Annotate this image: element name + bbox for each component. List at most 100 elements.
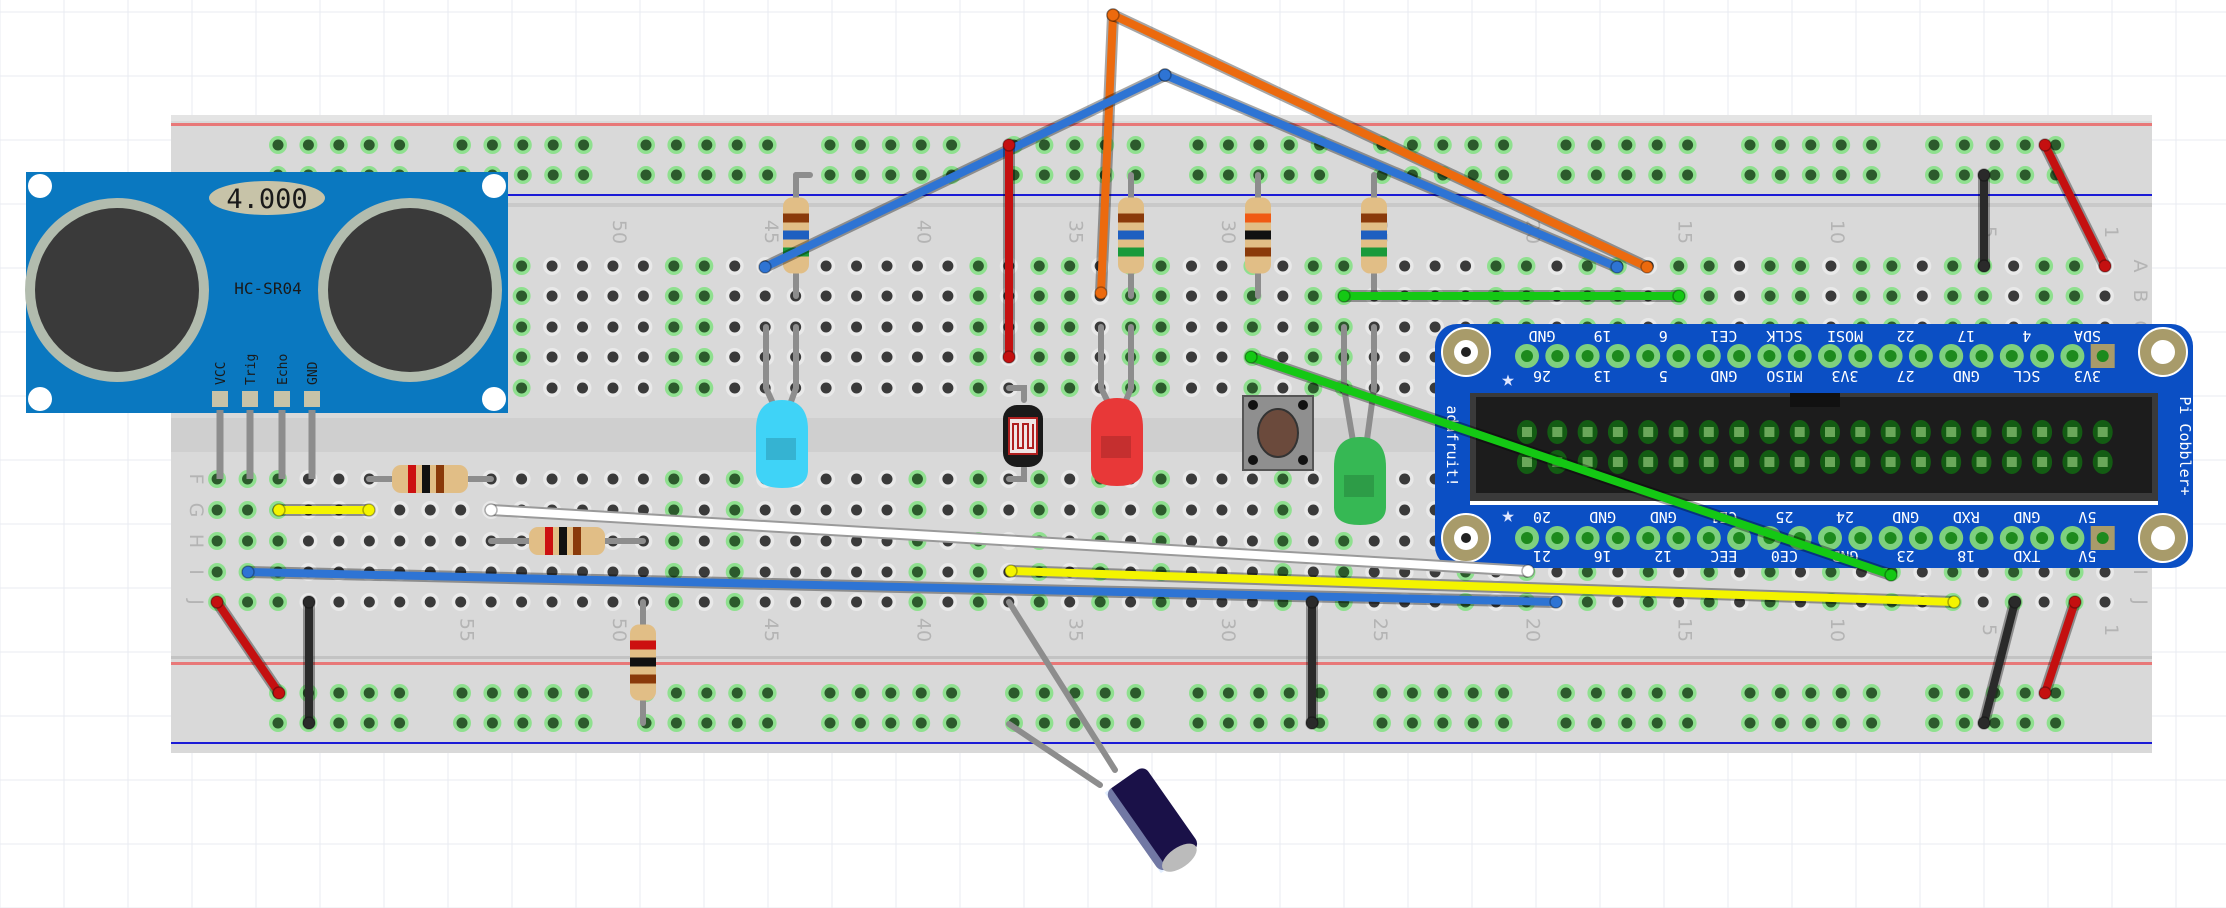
breadboard-hole <box>1744 139 1756 151</box>
column-number-top: 30 <box>1217 220 1239 244</box>
breadboard-hole <box>885 169 897 181</box>
green-wire-row-b[interactable] <box>1337 289 1686 303</box>
breadboard-hole <box>972 473 984 485</box>
breadboard-hole <box>1003 504 1015 516</box>
cobbler-pin-label: 18 <box>1957 547 1975 565</box>
breadboard-hole <box>1590 717 1602 729</box>
breadboard-hole <box>2069 290 2081 302</box>
yellow-wire-short[interactable] <box>272 503 376 517</box>
button-pin <box>1248 455 1258 465</box>
sensor-pin-label: GND <box>306 361 321 385</box>
resistor-echo-1[interactable] <box>366 465 494 493</box>
breadboard-hole <box>1774 169 1786 181</box>
wire-end <box>272 686 286 700</box>
blue-wire-top[interactable] <box>1158 68 1624 274</box>
red-wire-rail-right-bottom[interactable] <box>2038 595 2082 700</box>
black-wire-rail-right-top[interactable] <box>1977 168 1991 273</box>
resistor-rail[interactable] <box>630 599 656 726</box>
cobbler-pin <box>1581 350 1594 362</box>
breadboard-hole <box>1186 290 1197 302</box>
red-led[interactable] <box>1091 324 1143 486</box>
resistor-green-led[interactable] <box>1361 172 1387 299</box>
header-pin <box>1885 427 1896 437</box>
header-pin <box>1915 457 1926 467</box>
red-wire-rail-left-bottom[interactable] <box>210 595 286 700</box>
breadboard-hole <box>272 535 284 547</box>
breadboard-hole <box>1437 139 1449 151</box>
cobbler-pin <box>1733 350 1746 362</box>
breadboard-hole <box>1064 596 1076 608</box>
breadboard-hole <box>972 566 984 578</box>
photoresistor[interactable] <box>1003 385 1043 482</box>
breadboard-hole <box>607 473 619 485</box>
breadboard-hole <box>637 260 649 272</box>
breadboard-hole <box>2019 687 2031 699</box>
breadboard-hole <box>1989 717 2001 729</box>
sensor-pin-pad <box>274 391 290 407</box>
breadboard-hole <box>1094 504 1106 516</box>
breadboard-hole <box>363 535 375 547</box>
cobbler-pin-label: 16 <box>1594 547 1612 565</box>
breadboard-hole <box>1246 596 1258 608</box>
breadboard-hole <box>1958 169 1970 181</box>
resistor-button[interactable] <box>1245 172 1271 299</box>
breadboard-hole <box>211 535 223 547</box>
column-number-top: 10 <box>1826 220 1848 244</box>
breadboard-hole <box>1866 169 1878 181</box>
column-number-top: 50 <box>608 220 630 244</box>
breadboard-hole <box>1551 566 1563 578</box>
breadboard-hole <box>1216 351 1228 363</box>
red-wire-mid[interactable] <box>1002 138 1016 364</box>
breadboard-hole <box>1682 717 1694 729</box>
white-wire[interactable] <box>484 503 1535 578</box>
breadboard-hole <box>1130 717 1142 729</box>
breadboard-hole <box>1069 687 1081 699</box>
breadboard-hole <box>946 139 958 151</box>
breadboard-hole <box>1467 169 1479 181</box>
breadboard-hole <box>790 566 802 578</box>
electrolytic-capacitor[interactable] <box>1006 599 1205 880</box>
button-pin <box>1298 400 1308 410</box>
breadboard-hole <box>854 139 866 151</box>
header-pin <box>1855 457 1866 467</box>
black-wire-rail-left-bottom[interactable] <box>302 595 316 730</box>
breadboard-hole <box>2038 566 2050 578</box>
cobbler-pin <box>1763 350 1776 362</box>
breadboard-hole <box>1560 687 1572 699</box>
red-wire-rail-right-top[interactable] <box>2038 138 2112 273</box>
pushbutton[interactable] <box>1242 395 1314 471</box>
green-wire-diagonal[interactable] <box>1244 350 1898 582</box>
blue-led[interactable] <box>756 324 808 488</box>
cobbler-pin-label: GND <box>1710 367 1737 385</box>
breadboard-hole <box>851 290 863 302</box>
resistor-band <box>422 465 430 493</box>
breadboard-hole <box>1399 321 1411 333</box>
breadboard-hole <box>668 473 680 485</box>
breadboard-hole <box>820 382 832 394</box>
yellow-wire-long[interactable] <box>1004 564 1961 609</box>
cobbler-pin-label: TXD <box>2013 547 2040 565</box>
header-pin <box>2067 427 2078 437</box>
resistor-red-led[interactable] <box>1118 172 1144 299</box>
cobbler-pin <box>2096 350 2109 362</box>
sensor-display-value: 4.000 <box>226 184 307 215</box>
resistor-echo-2[interactable] <box>488 527 646 555</box>
black-wire-rail-right-bottom[interactable] <box>1977 595 2022 730</box>
breadboard-hole <box>1277 473 1289 485</box>
breadboard-hole <box>394 687 406 699</box>
orange-wire[interactable] <box>1106 8 1654 274</box>
green-led[interactable] <box>1334 324 1386 525</box>
blue-wire-long[interactable] <box>241 565 1563 609</box>
header-pin <box>1734 457 1745 467</box>
header-pin <box>1612 457 1623 467</box>
breadboard-hole <box>820 473 832 485</box>
breadboard-hole <box>1825 566 1837 578</box>
breadboard-hole <box>698 382 710 394</box>
breadboard-hole <box>1621 717 1633 729</box>
cobbler-pin-label: 5 <box>1659 367 1668 385</box>
breadboard-hole <box>1621 687 1633 699</box>
breadboard-hole <box>2038 260 2050 272</box>
black-wire-mid-bottom[interactable] <box>1305 595 1319 730</box>
